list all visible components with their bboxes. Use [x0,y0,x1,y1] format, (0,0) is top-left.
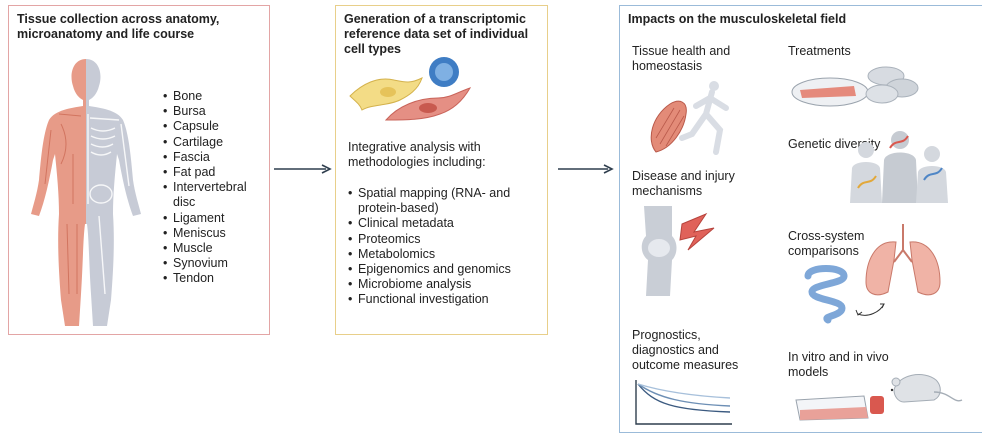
tissue-item: Cartilage [163,135,271,150]
tissue-item: Intervertebral disc [163,180,271,210]
flow-arrow-1 [274,164,332,174]
methodologies-intro: Integrative analysis with methodologies … [348,140,486,169]
human-body-illustration [31,59,141,326]
mouse-cell-culture-icon [795,374,963,421]
intestine-lung-icon [804,224,941,324]
methodology-item: Epigenomics and genomics [348,262,538,277]
impact-models: In vitro and in vivo models [788,350,889,379]
tissue-collection-panel: Tissue collection across anatomy, microa… [8,5,270,335]
impacts-title: Impacts on the musculoskeletal field [628,12,847,26]
tissue-item: Ligament [163,211,271,226]
tissue-item: Tendon [163,271,271,286]
tissue-item: Synovium [163,256,271,271]
methodology-item: Spatial mapping (RNA- and protein-based) [348,186,538,216]
tissue-item: Bursa [163,104,271,119]
methodology-item: Proteomics [348,232,538,247]
impact-tissue-health: Tissue health and homeostasis [632,44,731,73]
tissue-list: Bone Bursa Capsule Cartilage Fascia Fat … [163,89,271,287]
tissue-item: Muscle [163,241,271,256]
methodology-item: Clinical metadata [348,216,538,231]
tissue-item: Bone [163,89,271,104]
runner-muscle-icon [650,81,729,155]
people-dna-icon [850,131,948,203]
methodology-item: Microbiome analysis [348,277,538,292]
impact-cross-system: Cross-system comparisons [788,229,865,258]
outcome-curves-icon [635,380,732,425]
methodology-item: Functional investigation [348,292,538,307]
tissue-item: Meniscus [163,226,271,241]
methodology-item: Metabolomics [348,247,538,262]
tissue-item: Fascia [163,150,271,165]
tissue-collection-title: Tissue collection across anatomy, microa… [17,12,220,41]
impact-disease: Disease and injury mechanisms [632,169,735,198]
tissue-item: Fat pad [163,165,271,180]
knee-injury-icon [641,206,715,296]
reference-dataset-title: Generation of a transcriptomic reference… [344,12,529,56]
tissue-item: Capsule [163,119,271,134]
flow-arrow-2 [558,164,614,174]
reference-dataset-panel: Generation of a transcriptomic reference… [335,5,548,335]
impact-prognostics: Prognostics, diagnostics and outcome mea… [632,328,739,372]
musculoskeletal-impacts-panel: Impacts on the musculoskeletal field Tis… [619,5,982,433]
petri-dish-tablets-icon [791,66,919,107]
impact-treatments: Treatments [788,44,851,58]
cell-types-illustration [349,57,472,121]
impact-genetic: Genetic diversity [788,137,881,151]
methodology-list: Spatial mapping (RNA- and protein-based)… [348,186,538,308]
